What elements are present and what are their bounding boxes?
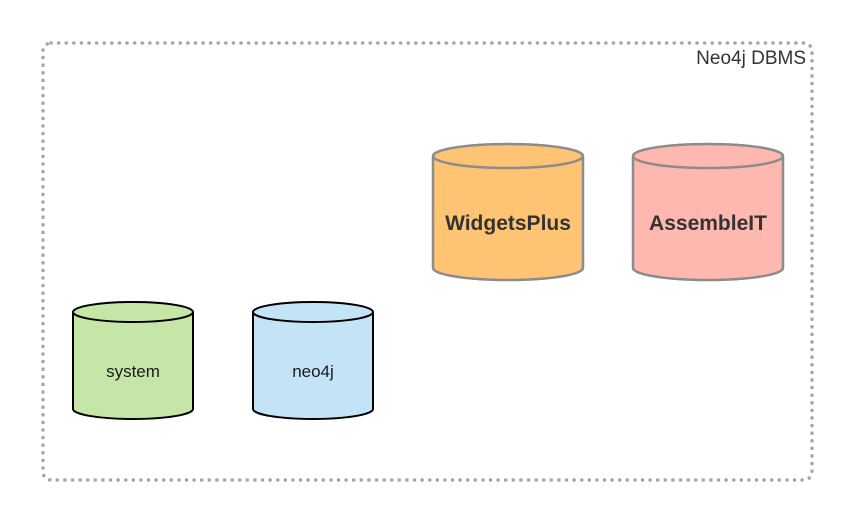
dbms-container [41, 41, 814, 482]
database-system[interactable]: system [72, 301, 194, 420]
cylinder-top [72, 301, 194, 323]
database-label: neo4j [292, 362, 334, 381]
database-label: AssembleIT [649, 212, 767, 235]
cylinder-body [631, 156, 785, 282]
database-label: WidgetsPlus [445, 212, 571, 235]
database-label: system [106, 362, 160, 381]
cylinder-top [631, 142, 785, 170]
database-neo4j[interactable]: neo4j [252, 301, 374, 420]
cylinder-body [252, 312, 374, 420]
cylinder-body [431, 156, 585, 282]
cylinder-top [252, 301, 374, 323]
cylinder-body [72, 312, 194, 420]
database-assembleit[interactable]: AssembleIT [631, 142, 785, 282]
database-widgetsplus[interactable]: WidgetsPlus [431, 142, 585, 282]
cylinder-top [431, 142, 585, 170]
dbms-title: Neo4j DBMS [696, 48, 806, 69]
